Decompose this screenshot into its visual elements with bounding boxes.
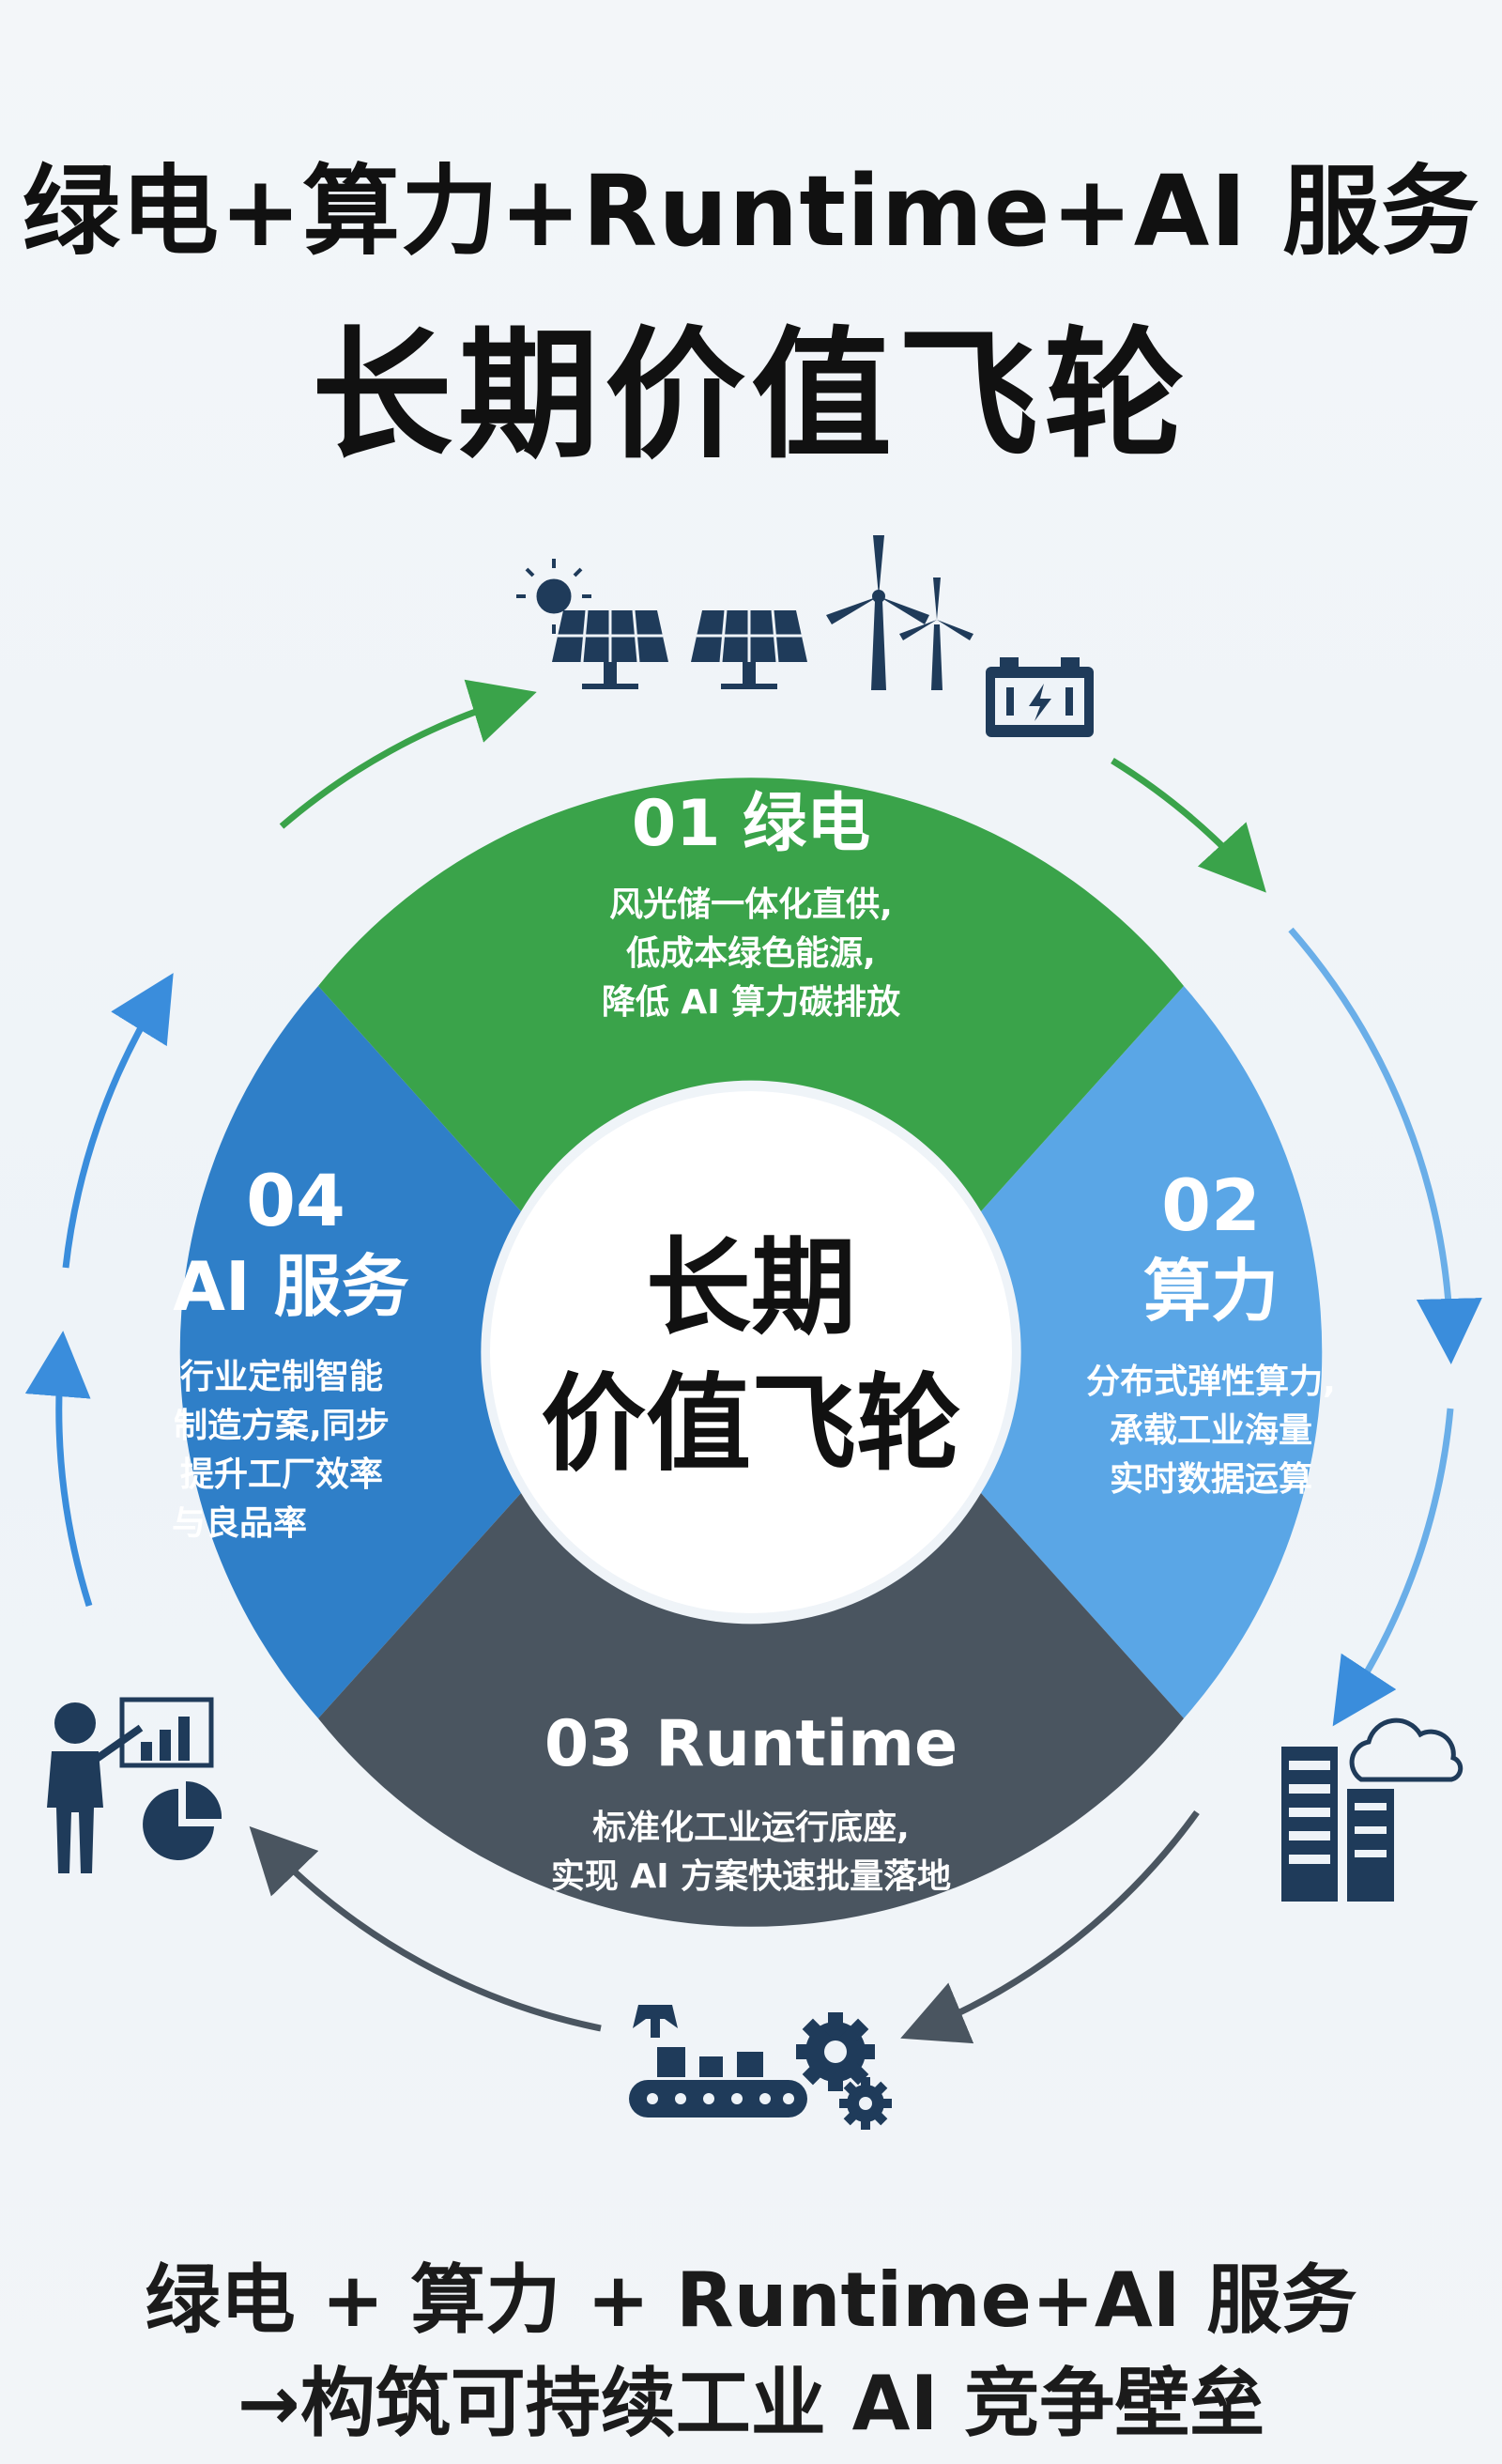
segment-02-desc-1: 分布式弹性算力, <box>1086 1363 1336 1401</box>
segment-03-runtime <box>318 1493 1184 1927</box>
center-circle <box>490 1091 1012 1613</box>
solar-panel-icon <box>552 609 668 689</box>
segment-03-desc-2: 实现 AI 方案快速批量落地 <box>551 1857 951 1896</box>
segment-01-title: 01 绿电 <box>632 787 870 861</box>
segment-01-desc-3: 降低 AI 算力碳排放 <box>602 983 900 1022</box>
footer-line-2: →构筑可持续工业 AI 竞争壁垒 <box>237 2360 1265 2447</box>
arrow-02-to-03 <box>1332 1408 1454 1727</box>
segment-01-desc-1: 风光储一体化直供, <box>609 886 893 924</box>
wind-turbine-icon <box>899 578 973 690</box>
segment-02-compute <box>981 986 1323 1718</box>
arrow-03-right <box>900 1810 1200 2044</box>
segment-04-desc-2: 制造方案,同步 <box>174 1407 390 1445</box>
arrow-03-to-04 <box>249 1825 602 2032</box>
arrow-02-lower <box>1288 927 1482 1364</box>
segment-02-desc-2: 承载工业海量 <box>1110 1411 1312 1450</box>
arrow-04-lower <box>24 1331 93 1608</box>
center-line-2: 价值飞轮 <box>541 1363 961 1486</box>
center-line-1: 长期 <box>646 1227 856 1349</box>
arrow-04-to-01 <box>279 679 537 829</box>
battery-icon <box>986 657 1094 737</box>
segment-01-desc-2: 低成本绿色能源, <box>626 934 876 973</box>
segment-02-number: 02 <box>1161 1163 1261 1247</box>
segment-04-desc-1: 行业定制智能 <box>180 1358 383 1396</box>
solar-panel-icon <box>691 609 807 689</box>
sun-icon <box>516 559 591 634</box>
ring-segments <box>179 778 1323 1927</box>
gear-icon <box>796 2012 875 2091</box>
gear-icon <box>839 2077 892 2130</box>
segment-03-desc-1: 标准化工业运行底座, <box>592 1809 910 1847</box>
presenter-chart-icon <box>47 1697 222 1873</box>
arrow-01-to-02 <box>1111 758 1266 893</box>
title-line-1: 绿电+算力+Runtime+AI 服务 <box>22 154 1480 269</box>
segment-04-title: AI 服务 <box>173 1247 409 1326</box>
segment-04-ai-service <box>179 986 521 1718</box>
segment-02-title: 算力 <box>1143 1252 1279 1331</box>
footer-line-1: 绿电 + 算力 + Runtime+AI 服务 <box>145 2256 1357 2344</box>
title-line-2: 长期价值飞轮 <box>311 315 1190 478</box>
segment-04-number: 04 <box>246 1159 345 1242</box>
arrow-04-upper <box>62 973 174 1269</box>
segment-03-title: 03 Runtime <box>544 1707 958 1781</box>
cycle-arrows <box>24 679 1482 2044</box>
segment-02-desc-3: 实时数据运算 <box>1110 1460 1312 1499</box>
server-cloud-icon <box>1281 1717 1464 1902</box>
segment-04-desc-4: 与良品率 <box>172 1504 307 1543</box>
wind-turbine-icon <box>826 535 929 690</box>
segment-01-green-power <box>318 778 1184 1211</box>
segment-04-desc-3: 提升工厂效率 <box>180 1455 383 1494</box>
factory-robot-gear-icon <box>629 2005 892 2130</box>
